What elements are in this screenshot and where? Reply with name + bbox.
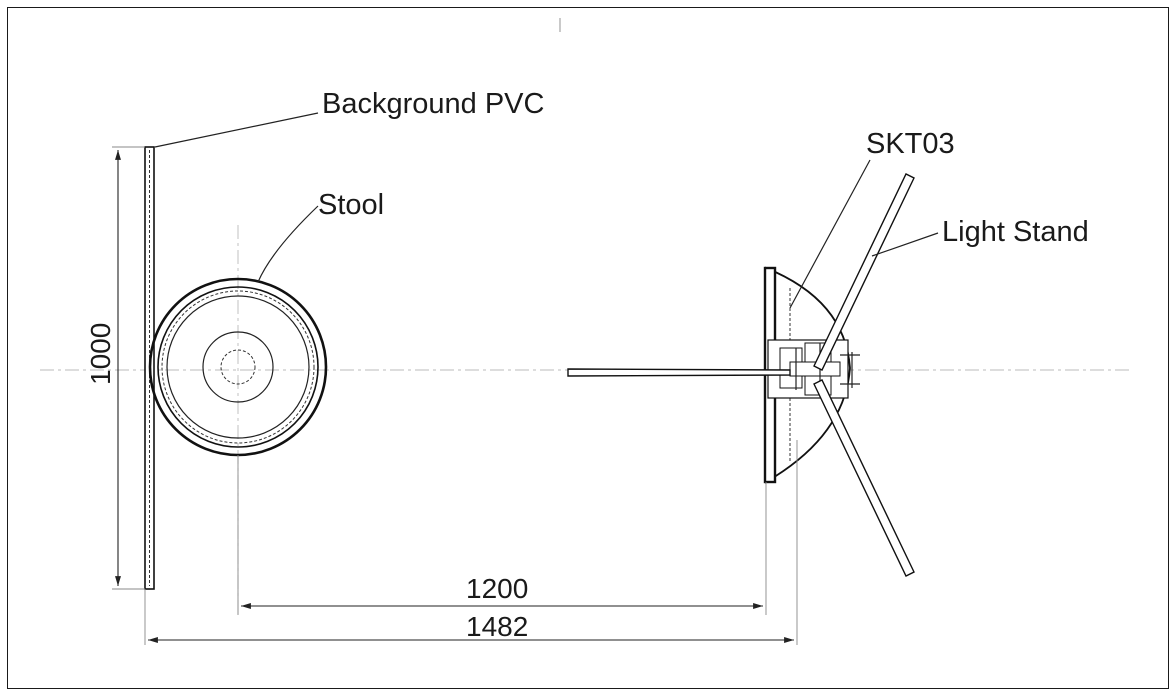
background-leader — [154, 112, 319, 148]
light-stand — [567, 173, 915, 577]
light-stand-leader — [871, 232, 939, 257]
skt03-label: SKT03 — [866, 128, 955, 160]
stool-to-light-dimension — [237, 455, 767, 615]
drawing-frame — [7, 7, 1169, 689]
light-stand-label: Light Stand — [942, 216, 1089, 248]
stool — [148, 277, 328, 457]
stool-label: Stool — [318, 189, 384, 221]
height-dimension-label: 1000 — [85, 323, 116, 385]
skt03-light — [763, 266, 860, 484]
overall-dimension — [144, 440, 798, 645]
stool-leader — [257, 205, 319, 283]
background-pvc-label: Background PVC — [322, 88, 544, 120]
skt03-leader — [789, 159, 871, 309]
overall-label: 1482 — [466, 611, 528, 642]
stool-to-light-label: 1200 — [466, 573, 528, 604]
height-dimension — [112, 146, 145, 590]
